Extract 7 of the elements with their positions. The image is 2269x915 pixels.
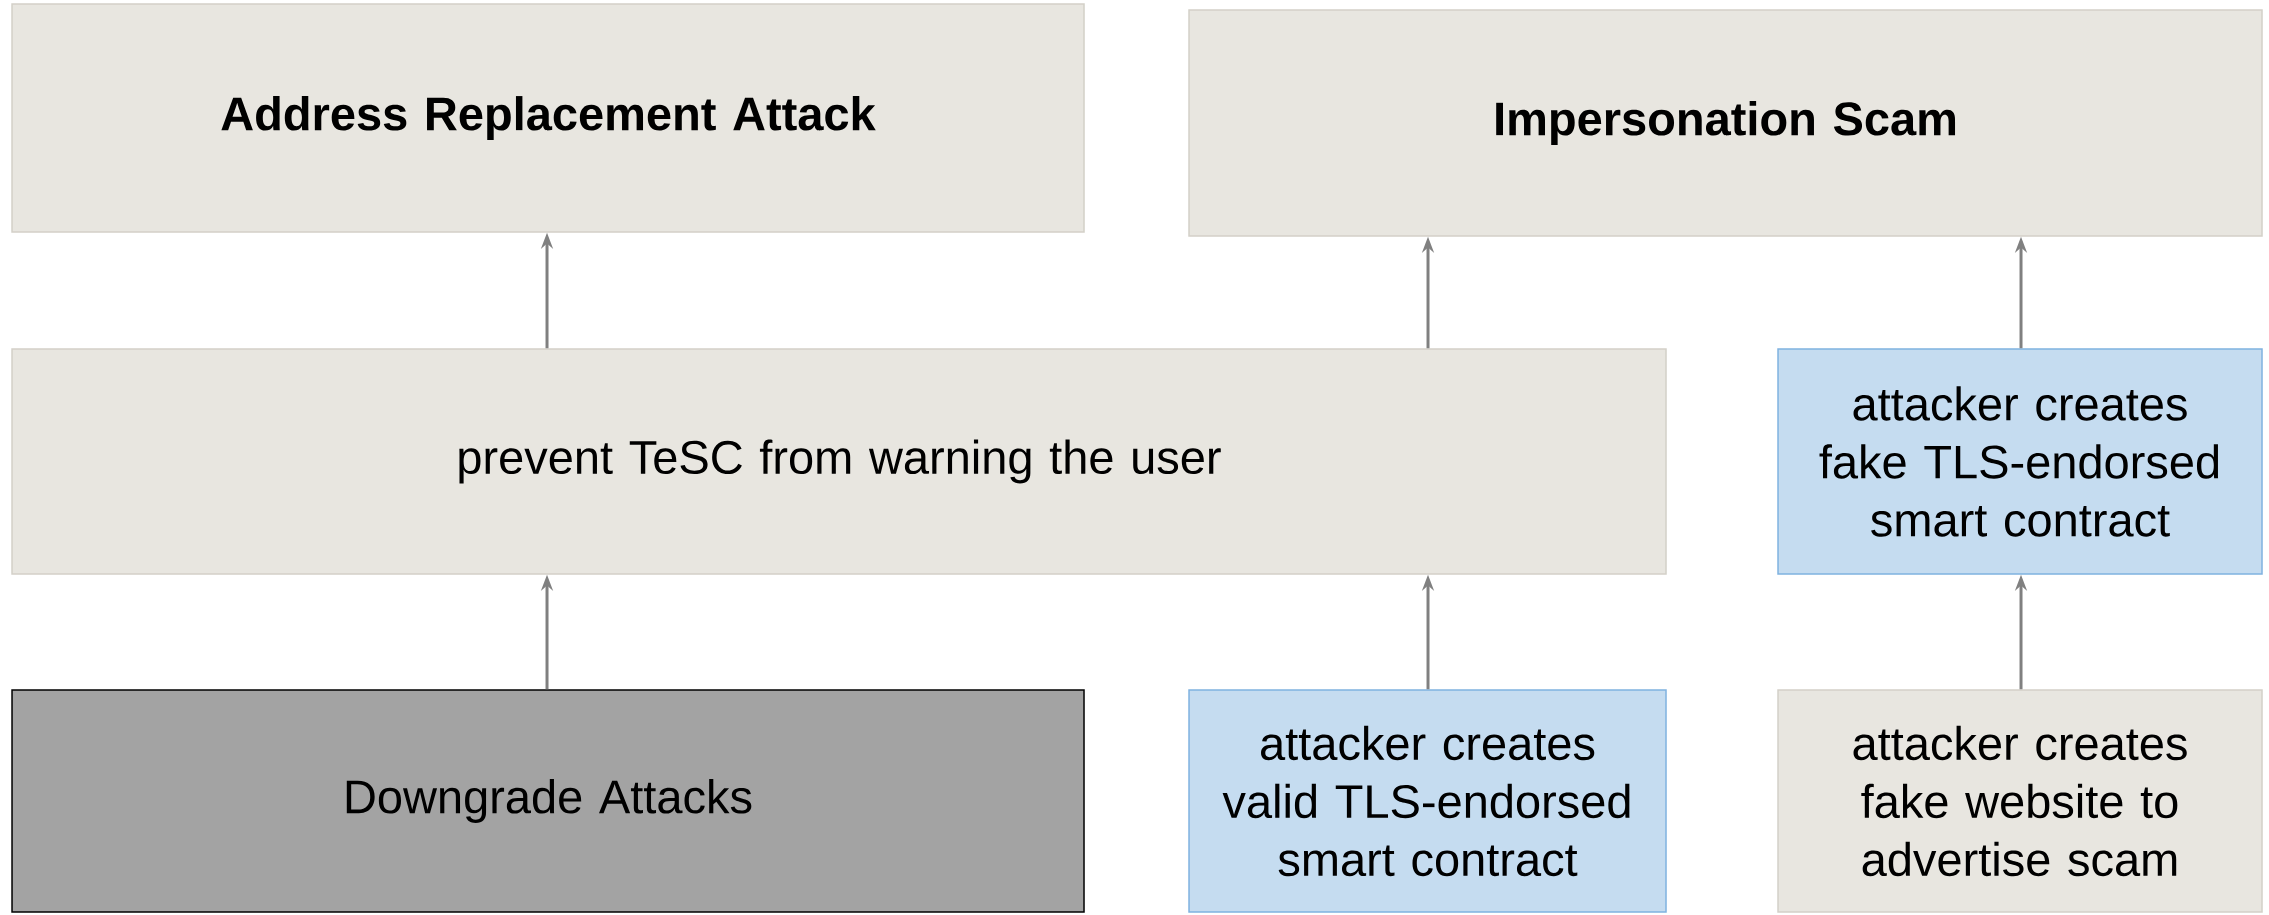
text-box: attacker creates fake TLS-endorsed smart contract xyxy=(1777,348,2263,575)
text-box: Impersonation Scam xyxy=(1188,9,2263,237)
text-box: attacker creates fake website to advertise scam xyxy=(1777,689,2263,913)
text-box: Downgrade Attacks xyxy=(11,689,1085,913)
text-box: attacker creates valid TLS-endorsed smart contract xyxy=(1188,689,1667,913)
text-box: prevent TeSC from warning the user xyxy=(11,348,1667,575)
text-box: Address Replacement Attack xyxy=(11,3,1085,233)
